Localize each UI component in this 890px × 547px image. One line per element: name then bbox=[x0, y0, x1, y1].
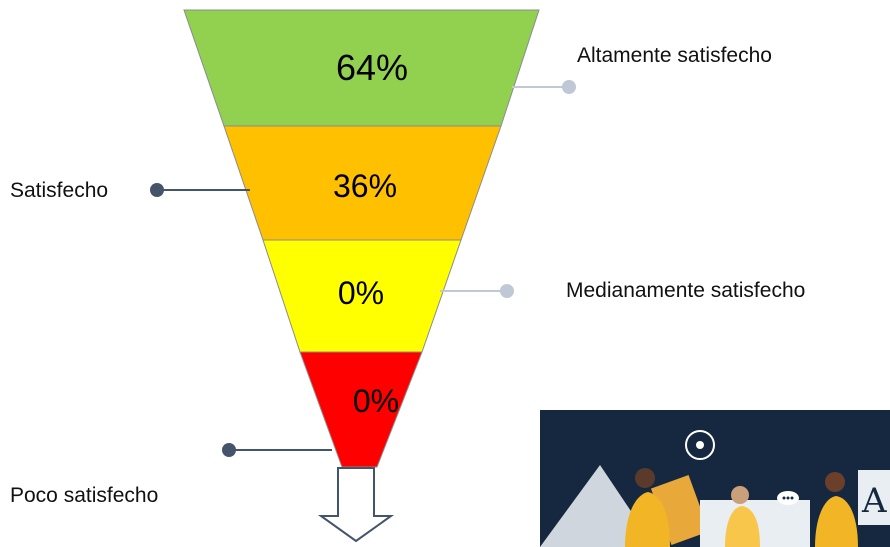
stage-value-poco-satisfecho: 0% bbox=[353, 383, 399, 419]
stage-value-altamente-satisfecho: 64% bbox=[336, 47, 408, 88]
connector-altamente-satisfecho bbox=[512, 80, 576, 94]
label-poco-satisfecho: Poco satisfecho bbox=[10, 484, 159, 507]
down-arrow-icon bbox=[317, 467, 395, 543]
stage-value-satisfecho: 36% bbox=[333, 168, 397, 204]
label-medianamente-satisfecho: Medianamente satisfecho bbox=[566, 279, 806, 302]
stage-value-medianamente-satisfecho: 0% bbox=[338, 275, 384, 311]
team-illustration-image: A bbox=[540, 410, 890, 547]
connector-satisfecho bbox=[150, 183, 250, 197]
label-altamente-satisfecho: Altamente satisfecho bbox=[577, 44, 772, 67]
connector-poco-satisfecho bbox=[222, 443, 332, 457]
team-illustration-icon: A bbox=[540, 430, 890, 547]
label-satisfecho: Satisfecho bbox=[10, 179, 109, 202]
connector-medianamente-satisfecho bbox=[440, 284, 514, 298]
illustration-lettering: A bbox=[861, 481, 887, 521]
funnel-stage-poco-satisfecho bbox=[299, 351, 423, 468]
